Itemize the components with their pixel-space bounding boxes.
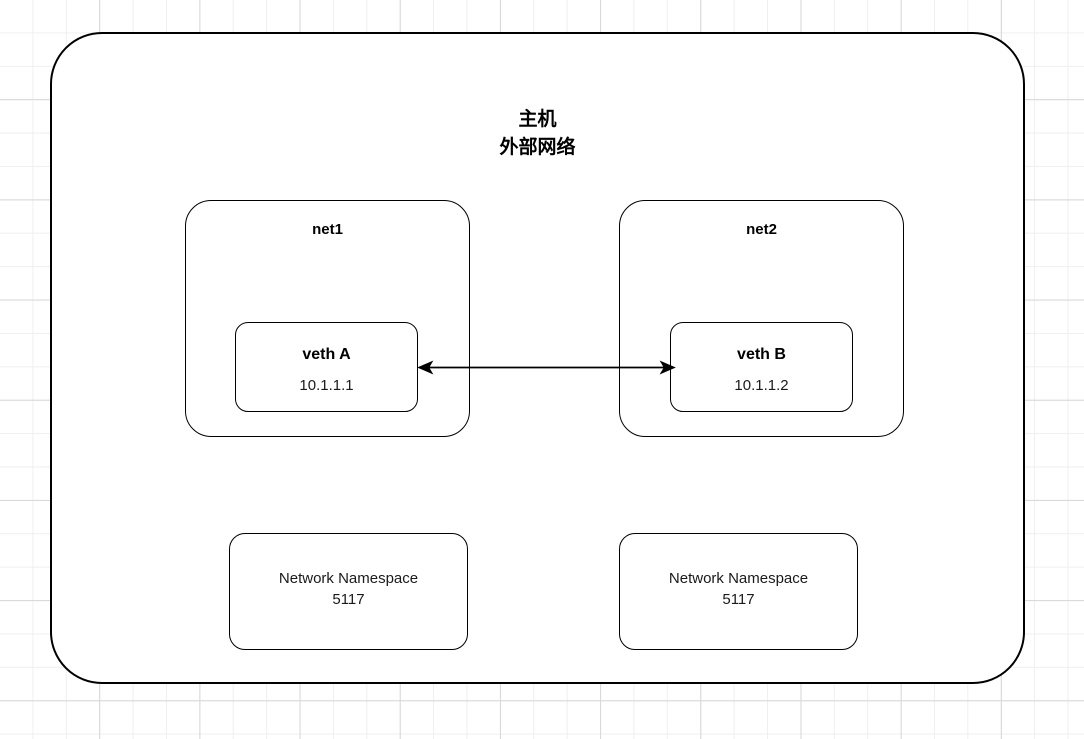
net2-label: net2 [746, 221, 777, 238]
veth-a-ip: 10.1.1.1 [299, 377, 354, 394]
host-title: 主机 外部网络 [499, 109, 576, 158]
network-namespace-label-right: Network Namespace 5117 [668, 570, 809, 609]
veth-b-name: veth B [737, 346, 786, 363]
network-namespace-box-right: Network Namespace 5117 [619, 533, 858, 650]
veth-b-box: veth B 10.1.1.2 [670, 322, 853, 412]
veth-a-name: veth A [302, 346, 351, 363]
network-namespace-label-left: Network Namespace 5117 [278, 570, 419, 609]
net1-label: net1 [312, 221, 343, 238]
veth-a-box: veth A 10.1.1.1 [235, 322, 418, 412]
network-namespace-box-left: Network Namespace 5117 [229, 533, 468, 650]
veth-b-ip: 10.1.1.2 [734, 377, 789, 394]
